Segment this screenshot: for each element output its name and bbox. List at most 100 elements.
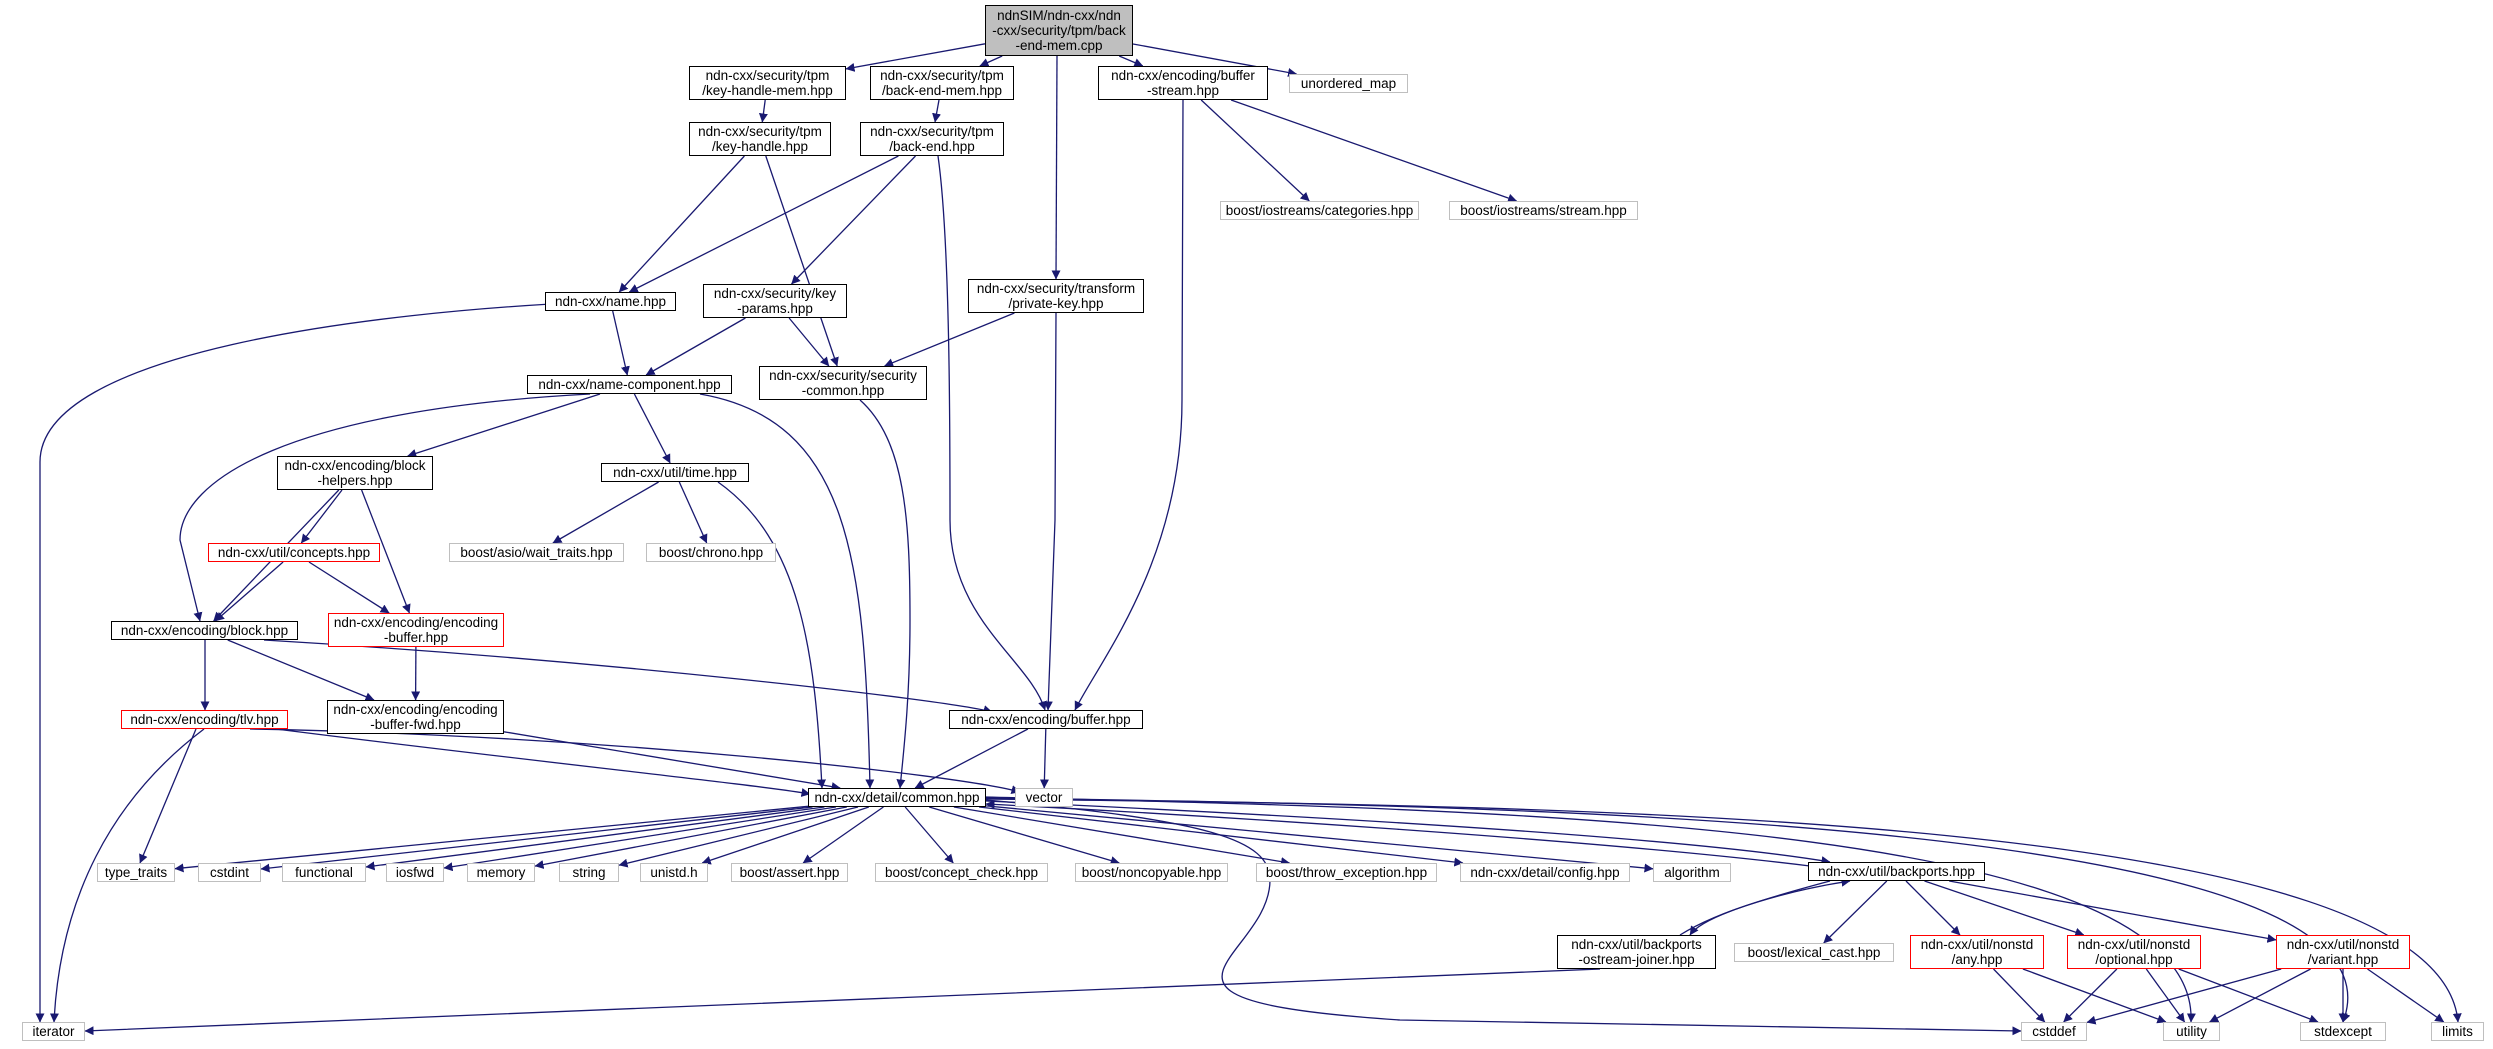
edge-common-to-boost-assert [802,806,884,864]
node-name-hpp[interactable]: ndn-cxx/name.hpp [545,292,676,311]
node-memory: memory [467,863,535,882]
edge-buffer-to-common [914,728,1029,789]
node-backports-hpp[interactable]: ndn-cxx/util/backports.hpp [1808,862,1985,881]
edge-tlv-to-iterator [49,728,205,1023]
edge-key-params-to-security-common [788,317,830,367]
edge-block-helpers-to-concepts [300,489,343,544]
edge-backports-to-nonstd-variant [1949,880,2277,943]
edge-buffer-stream-to-boost-categories [1200,99,1310,202]
node-boost-lexical-cast: boost/lexical_cast.hpp [1734,943,1894,962]
node-backports-ostream-joiner-hpp[interactable]: ndn-cxx/util/backports -ostream-joiner.h… [1557,935,1716,969]
node-utility: utility [2163,1022,2220,1041]
node-key-params-hpp[interactable]: ndn-cxx/security/key -params.hpp [703,284,847,318]
node-tlv-hpp[interactable]: ndn-cxx/encoding/tlv.hpp [121,710,288,729]
edge-block-to-encoding-buffer-fwd [227,639,375,701]
node-name-component-hpp[interactable]: ndn-cxx/name-component.hpp [527,375,732,394]
edge-key-handle-mem-to-key-handle [758,99,768,123]
edge-root-to-key-handle-mem [845,43,986,72]
node-nonstd-variant-hpp[interactable]: ndn-cxx/util/nonstd /variant.hpp [2276,935,2410,969]
edge-common-to-string [618,806,859,868]
edge-common-to-backports [985,800,1831,866]
edge-key-handle-to-security-common [765,155,839,367]
node-back-end-mem-cpp: ndnSIM/ndn-cxx/ndn -cxx/security/tpm/bac… [985,5,1133,56]
edge-nonstd-optional-to-cstddef [2063,968,2118,1023]
edge-key-handle-to-name [618,155,745,293]
edge-block-to-buffer [263,639,993,714]
edge-common-to-concept-check [904,806,954,864]
edge-name-to-name-component [612,310,630,376]
node-detail-common-hpp[interactable]: ndn-cxx/detail/common.hpp [808,788,986,807]
edge-buffer-to-vector [1039,728,1049,789]
node-back-end-mem-hpp[interactable]: ndn-cxx/security/tpm /back-end-mem.hpp [870,66,1014,100]
node-private-key-hpp[interactable]: ndn-cxx/security/transform /private-key.… [968,279,1144,313]
edge-ostream-joiner-to-backports [1679,877,1851,936]
node-security-common-hpp[interactable]: ndn-cxx/security/security -common.hpp [759,366,927,400]
node-key-handle-hpp[interactable]: ndn-cxx/security/tpm /key-handle.hpp [689,122,831,156]
node-concepts-hpp[interactable]: ndn-cxx/util/concepts.hpp [208,543,380,562]
edge-buffer-stream-to-buffer [1074,99,1184,711]
edge-root-to-private-key [1051,55,1061,280]
edge-common-to-memory [534,806,847,869]
edge-name-to-iterator [35,301,591,1023]
node-stdexcept: stdexcept [2300,1022,2386,1041]
node-unistd-h: unistd.h [640,863,708,882]
edge-common-to-type-traits [174,805,809,873]
node-key-handle-mem-hpp[interactable]: ndn-cxx/security/tpm /key-handle-mem.hpp [689,66,846,100]
node-string: string [559,863,619,882]
edge-common-to-algorithm [985,805,1654,873]
node-encoding-buffer-hpp[interactable]: ndn-cxx/encoding/encoding -buffer.hpp [328,613,504,647]
node-back-end-hpp[interactable]: ndn-cxx/security/tpm /back-end.hpp [860,122,1004,156]
node-nonstd-any-hpp[interactable]: ndn-cxx/util/nonstd /any.hpp [1910,935,2044,969]
node-encoding-buffer-fwd-hpp[interactable]: ndn-cxx/encoding/encoding -buffer-fwd.hp… [327,700,504,734]
node-cstdint: cstdint [198,863,261,882]
node-buffer-stream-hpp[interactable]: ndn-cxx/encoding/buffer -stream.hpp [1098,66,1268,100]
edge-util-time-to-boost-chrono [678,481,708,544]
edge-private-key-to-buffer [1043,312,1057,711]
edge-root-to-unordered-map [1132,43,1298,77]
node-nonstd-optional-hpp[interactable]: ndn-cxx/util/nonstd /optional.hpp [2067,935,2201,969]
edge-common-to-throw-exception [953,806,1291,867]
edge-name-component-to-block-helpers [407,393,601,458]
node-boost-assert: boost/assert.hpp [731,863,848,882]
node-boost-concept-check: boost/concept_check.hpp [875,863,1048,882]
edge-buffer-stream-to-boost-stream [1230,99,1518,203]
edge-nonstd-optional-to-stdexcept [2178,968,2319,1024]
edge-back-end-to-name [628,155,899,293]
edge-nonstd-optional-to-utility [2145,968,2186,1023]
edge-common-to-iosfwd [443,806,836,872]
edge-common-to-functional [365,806,825,871]
edge-root-to-buffer-stream [1118,55,1144,67]
edge-tlv-to-common [275,728,811,797]
edge-key-params-to-name-component [645,317,746,376]
node-boost-asio-wait-traits: boost/asio/wait_traits.hpp [449,543,624,562]
edge-backports-to-nonstd-optional [1924,880,2085,937]
node-boost-iostreams-stream: boost/iostreams/stream.hpp [1449,201,1638,220]
edge-root-to-back-end-mem [979,55,1003,67]
node-limits: limits [2431,1022,2484,1041]
edge-common-to-noncopyable [929,806,1120,865]
node-vector: vector [1015,788,1073,807]
node-boost-iostreams-categories: boost/iostreams/categories.hpp [1220,201,1419,220]
edge-util-time-to-wait-traits [552,481,659,544]
node-boost-noncopyable: boost/noncopyable.hpp [1075,863,1228,882]
edge-tlv-to-type-traits [139,728,197,864]
node-iterator: iterator [22,1022,85,1041]
node-type-traits: type_traits [97,863,175,882]
node-block-helpers-hpp[interactable]: ndn-cxx/encoding/block -helpers.hpp [277,456,433,490]
node-buffer-hpp[interactable]: ndn-cxx/encoding/buffer.hpp [949,710,1143,729]
edge-back-end-to-buffer [937,155,1047,711]
node-boost-throw-exception: boost/throw_exception.hpp [1256,863,1437,882]
edge-common-to-unistd [701,806,870,865]
edge-nonstd-variant-to-utility [2209,968,2311,1023]
edge-back-end-mem-to-back-end [932,99,941,123]
edge-name-component-to-block [179,393,591,622]
edge-nonstd-any-to-utility [2022,968,2167,1024]
edge-util-time-to-common [717,481,827,789]
node-boost-chrono: boost/chrono.hpp [646,543,776,562]
node-functional: functional [282,863,366,882]
node-util-time-hpp[interactable]: ndn-cxx/util/time.hpp [601,463,749,482]
node-block-hpp[interactable]: ndn-cxx/encoding/block.hpp [111,621,298,640]
edge-name-component-to-util-time [633,393,671,464]
edge-nonstd-variant-to-cstddef [2086,968,2282,1025]
